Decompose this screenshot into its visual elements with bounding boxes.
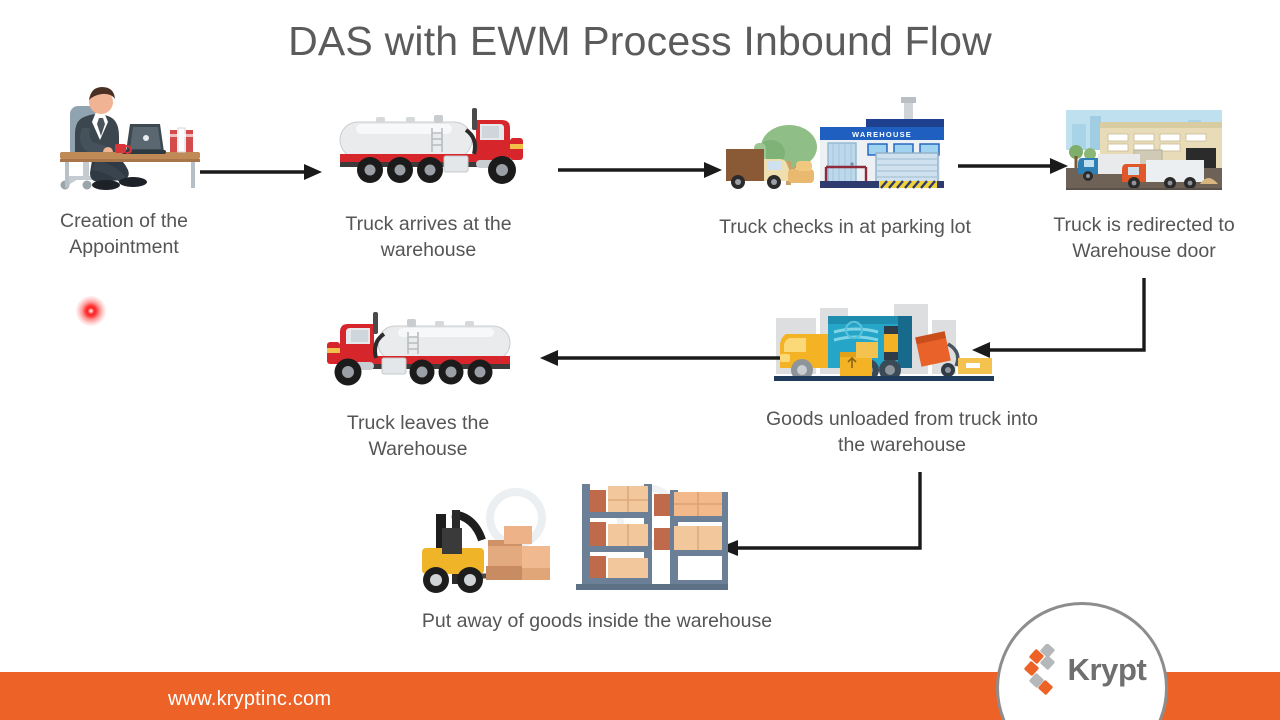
red-tanker-truck-right-icon: [326, 100, 531, 195]
businessman-at-desk-with-laptop-icon: [34, 86, 214, 196]
step-caption: Truck checks in at parking lot: [719, 216, 971, 238]
step-caption: Truck arrives at the warehouse: [345, 213, 512, 261]
warehouse-building-icon: WAREHOUSE: [716, 95, 974, 200]
forklift-and-pallet-racking-icon: [408, 470, 786, 600]
arrow-6-connector: [700, 470, 940, 562]
step-put-away-goods[interactable]: Put away of goods inside the warehouse: [408, 470, 786, 634]
footer-website-url[interactable]: www.kryptinc.com: [168, 688, 332, 710]
step-creation-of-appointment[interactable]: Creation of the Appointment: [34, 86, 214, 260]
arrow-2-connector: [556, 158, 728, 182]
step-truck-arrives[interactable]: Truck arrives at the warehouse: [326, 100, 531, 263]
page-title: DAS with EWM Process Inbound Flow: [288, 18, 992, 64]
arrow-3-connector: [956, 154, 1074, 178]
arrow-5-connector: [536, 346, 782, 370]
krypt-logo-mark-icon: [1023, 644, 1055, 695]
step-truck-checks-in[interactable]: WAREHOUSE: [716, 95, 974, 240]
step-caption: Truck is redirected to Warehouse door: [1053, 214, 1235, 262]
arrow-1-connector: [198, 160, 328, 184]
delivery-truck-unloading-icon: [762, 300, 1042, 392]
step-caption: Truck leaves the Warehouse: [346, 412, 490, 460]
step-caption: Goods unloaded from truck into the wareh…: [765, 408, 1039, 456]
krypt-logo-badge: Krypt: [996, 602, 1168, 720]
step-caption: Creation of the Appointment: [60, 210, 188, 258]
step-truck-redirected[interactable]: Truck is redirected to Warehouse door: [1038, 110, 1250, 264]
arrow-4-connector: [950, 276, 1160, 368]
laser-pointer-cursor: [76, 296, 106, 326]
step-goods-unloaded[interactable]: Goods unloaded from truck into the wareh…: [762, 300, 1042, 458]
warehouse-loading-docks-icon: [1038, 110, 1250, 200]
warehouse-sign-text: WAREHOUSE: [852, 130, 912, 139]
krypt-logo-wordmark: Krypt: [1067, 652, 1147, 687]
step-caption: Put away of goods inside the warehouse: [421, 610, 773, 632]
red-tanker-truck-left-icon: [312, 308, 524, 396]
step-truck-leaves[interactable]: Truck leaves the Warehouse: [312, 308, 524, 462]
